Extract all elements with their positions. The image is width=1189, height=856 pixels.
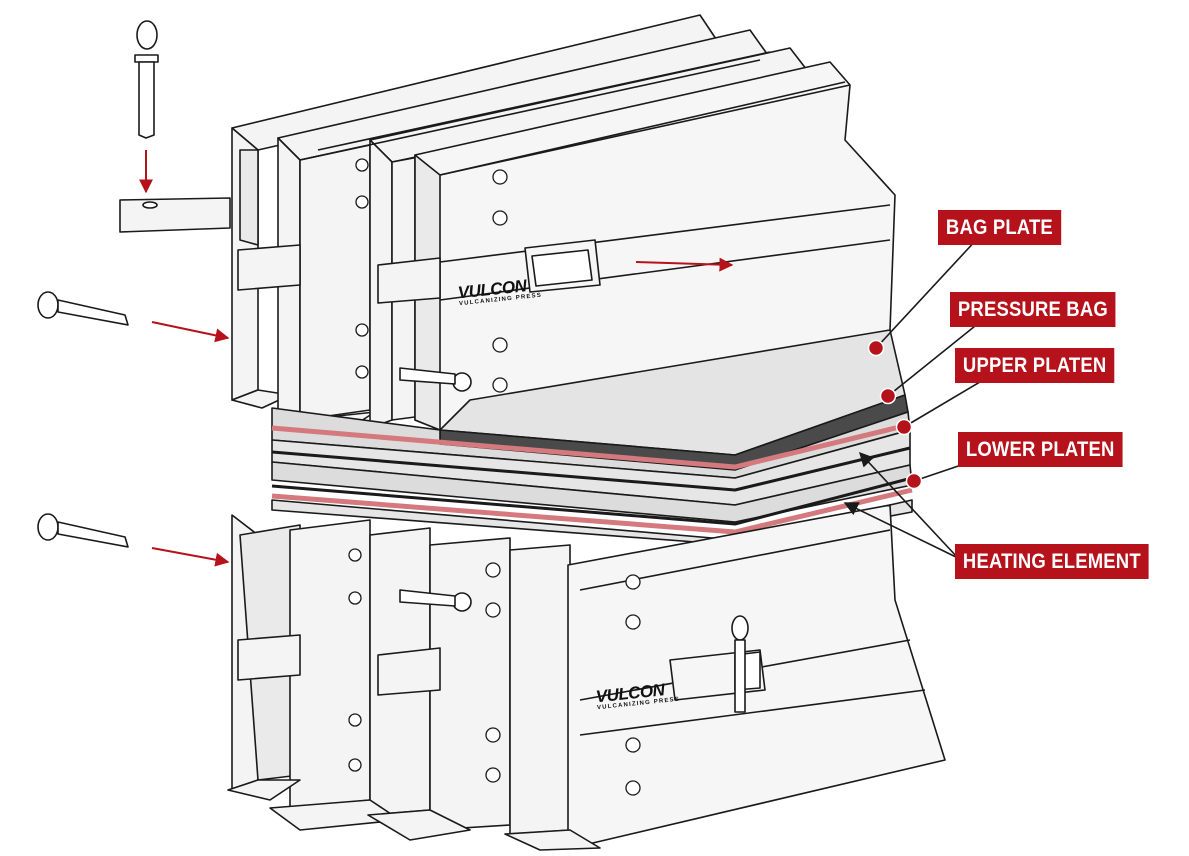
lower-platen-marker: [905, 472, 923, 490]
callout-upper-platen: UPPER PLATEN: [955, 348, 1115, 383]
callout-markers: [867, 339, 923, 490]
callout-pressure-bag: PRESSURE BAG: [950, 292, 1116, 327]
callout-heating-element: HEATING ELEMENT: [955, 544, 1149, 579]
callout-lower-platen: LOWER PLATEN: [958, 432, 1123, 467]
assembly-arrows: [139, 150, 734, 567]
bag-plate-marker: [867, 339, 885, 357]
loose-pins: [37, 20, 159, 548]
pressure-bag-marker: [879, 387, 897, 405]
platen-stack: [271, 329, 913, 546]
lower-beam-assembly: [227, 504, 946, 851]
callout-bag-plate: BAG PLATE: [938, 210, 1061, 245]
upper-platen-marker: [895, 418, 913, 436]
upper-beam-assembly: [119, 14, 896, 431]
